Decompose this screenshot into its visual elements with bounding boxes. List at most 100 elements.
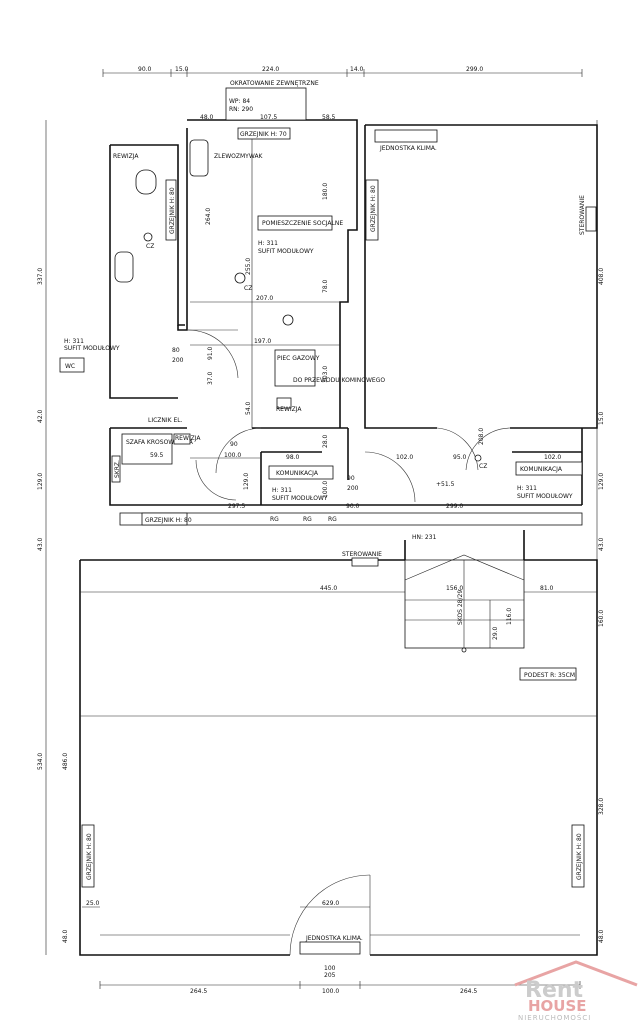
gas-boiler-label: PIEC GAZOWY — [277, 355, 320, 362]
dim-54: 54.0 — [245, 401, 252, 415]
dim-197: 197.0 — [254, 338, 271, 345]
radiator-right-room — [365, 179, 379, 241]
controller-hall-label: STEROWANIE — [342, 551, 382, 558]
dim-129-corr: 129.0 — [243, 473, 250, 490]
dim-78: 78.0 — [322, 279, 329, 293]
dim-100-door: 100 — [324, 965, 336, 972]
rg-3: RG — [328, 516, 337, 523]
wp-label: WP: 84 — [229, 98, 250, 105]
chimney-label: DO PRZEWODU KOMINOWEGO — [293, 377, 385, 384]
soc-height: H: 311 — [258, 240, 278, 247]
inspection-left-label: REWIZJA — [175, 435, 201, 442]
rg-1: RG — [270, 516, 279, 523]
staircase — [404, 554, 525, 653]
soc-ceiling: SUFIT MODUŁOWY — [258, 248, 314, 255]
dim-629: 629.0 — [322, 900, 339, 907]
dim-48: 48.0 — [200, 114, 214, 121]
dim-299: 299.0 — [446, 503, 463, 510]
dim-90-b: 90 — [347, 475, 355, 482]
sink-label: ZLEWOZMYWAK — [214, 153, 264, 160]
corridor-left-ceiling: SUFIT MODUŁOWY — [272, 495, 328, 502]
radiator-corridor-label: GRZEJNIK H: 80 — [145, 517, 192, 524]
bottom-corridor-strip — [119, 512, 583, 526]
hn-label: HN: 231 — [412, 534, 437, 541]
dim-200: 200 — [172, 357, 184, 364]
bottom-dim-1: 264.5 — [190, 988, 207, 995]
dim-98: 98.0 — [286, 454, 300, 461]
rack-label-1: SZAFA KROSOWNICZA — [126, 439, 194, 446]
right-dim-328: 328.0 — [598, 798, 605, 815]
side-dimension-lines: 337.0 42.0 129.0 43.0 534.0 408.0 15.0 1… — [37, 120, 605, 955]
radiator-hall-left — [81, 824, 95, 888]
light-soc-1 — [234, 272, 246, 284]
inspection-left — [173, 433, 191, 445]
top-dim-2: 15.0 — [175, 66, 189, 73]
washbasin — [114, 251, 134, 283]
cz-soc: CZ — [244, 285, 252, 292]
dim-95: 95.0 — [453, 454, 467, 461]
dim-180: 180.0 — [322, 183, 329, 200]
right-dim-408: 408.0 — [598, 268, 605, 285]
corridor-left-height: H: 311 — [272, 487, 292, 494]
okratowanie-label: OKRATOWANIE ZEWNĘTRZNE — [230, 80, 319, 87]
light-wc — [143, 232, 153, 242]
dim-200-b: 200 — [347, 485, 359, 492]
bottom-dim-3: 264.5 — [460, 988, 477, 995]
dim-205: 205 — [324, 972, 336, 979]
dim-116: 116.0 — [506, 608, 513, 625]
gas-boiler — [274, 349, 316, 387]
dim-29: 29.0 — [492, 626, 499, 640]
wc-ceiling: SUFIT MODUŁOWY — [64, 345, 120, 352]
right-dim-48: 48.0 — [598, 929, 605, 943]
dim-100: 100.0 — [224, 452, 241, 459]
hall-dim-486: 486.0 — [62, 753, 69, 770]
radiator-wc — [165, 179, 177, 241]
right-dim-129: 129.0 — [598, 473, 605, 490]
ac-unit-top — [374, 129, 438, 143]
dim-102-r: 102.0 — [544, 454, 561, 461]
landing-box — [519, 667, 577, 681]
corridor-right-ceiling: SUFIT MODUŁOWY — [517, 493, 573, 500]
controller-right-label: STEROWANIE — [579, 195, 586, 235]
dim-255: 255.0 — [245, 258, 252, 275]
light-corridor — [474, 454, 482, 462]
dim-37: 37.0 — [207, 371, 214, 385]
right-dim-15: 15.0 — [598, 411, 605, 425]
meter-label: LICZNIK EL. — [148, 417, 183, 424]
stairs-label: SKOS 28/29 — [457, 590, 464, 625]
cz-corridor: CZ — [479, 463, 487, 470]
ac-unit-bottom-label: JEDNOSTKA KLIMA. — [305, 935, 363, 942]
top-dim-5: 299.0 — [466, 66, 483, 73]
left-dim-42: 42.0 — [37, 409, 44, 423]
wc-rewizja: REWIZJA — [113, 153, 139, 160]
top-dim-3: 224.0 — [262, 66, 279, 73]
logo-rent-text: Rent — [525, 978, 584, 1003]
dim-102: 102.0 — [396, 454, 413, 461]
top-dimension-line: 90.0 15.0 224.0 14.0 299.0 — [102, 66, 583, 77]
wc-height: H: 311 — [64, 338, 84, 345]
light-soc-2 — [282, 314, 294, 326]
dim-59: 59.5 — [150, 452, 164, 459]
cz-wc: CZ — [146, 243, 154, 250]
top-dim-4: 14.0 — [350, 66, 364, 73]
landing-label: PODEST R: 35CM — [524, 672, 575, 679]
top-dim-1: 90.0 — [138, 66, 152, 73]
dim-445: 445.0 — [320, 585, 337, 592]
dim-264: 264.0 — [205, 208, 212, 225]
dim-90-corr: 90 — [230, 441, 238, 448]
wc-tag-box — [59, 357, 85, 373]
dim-297: 297.5 — [228, 503, 245, 510]
rent-house-logo: Rent HOUSE NIERUCHOMOŚCI — [514, 960, 638, 1022]
radiator-wc-label: GRZEJNIK H: 80 — [169, 187, 176, 234]
dim-208: 208.0 — [478, 428, 485, 445]
room-name-box — [257, 215, 333, 231]
rack-cabinet — [121, 433, 173, 465]
radiator-hall-left-label: GRZEJNIK H: 80 — [86, 833, 93, 880]
right-dim-43: 43.0 — [598, 537, 605, 551]
corridor-right-tag — [515, 461, 583, 476]
dim-91: 91.0 — [207, 346, 214, 360]
controller-right — [585, 206, 597, 232]
left-dim-43: 43.0 — [37, 537, 44, 551]
